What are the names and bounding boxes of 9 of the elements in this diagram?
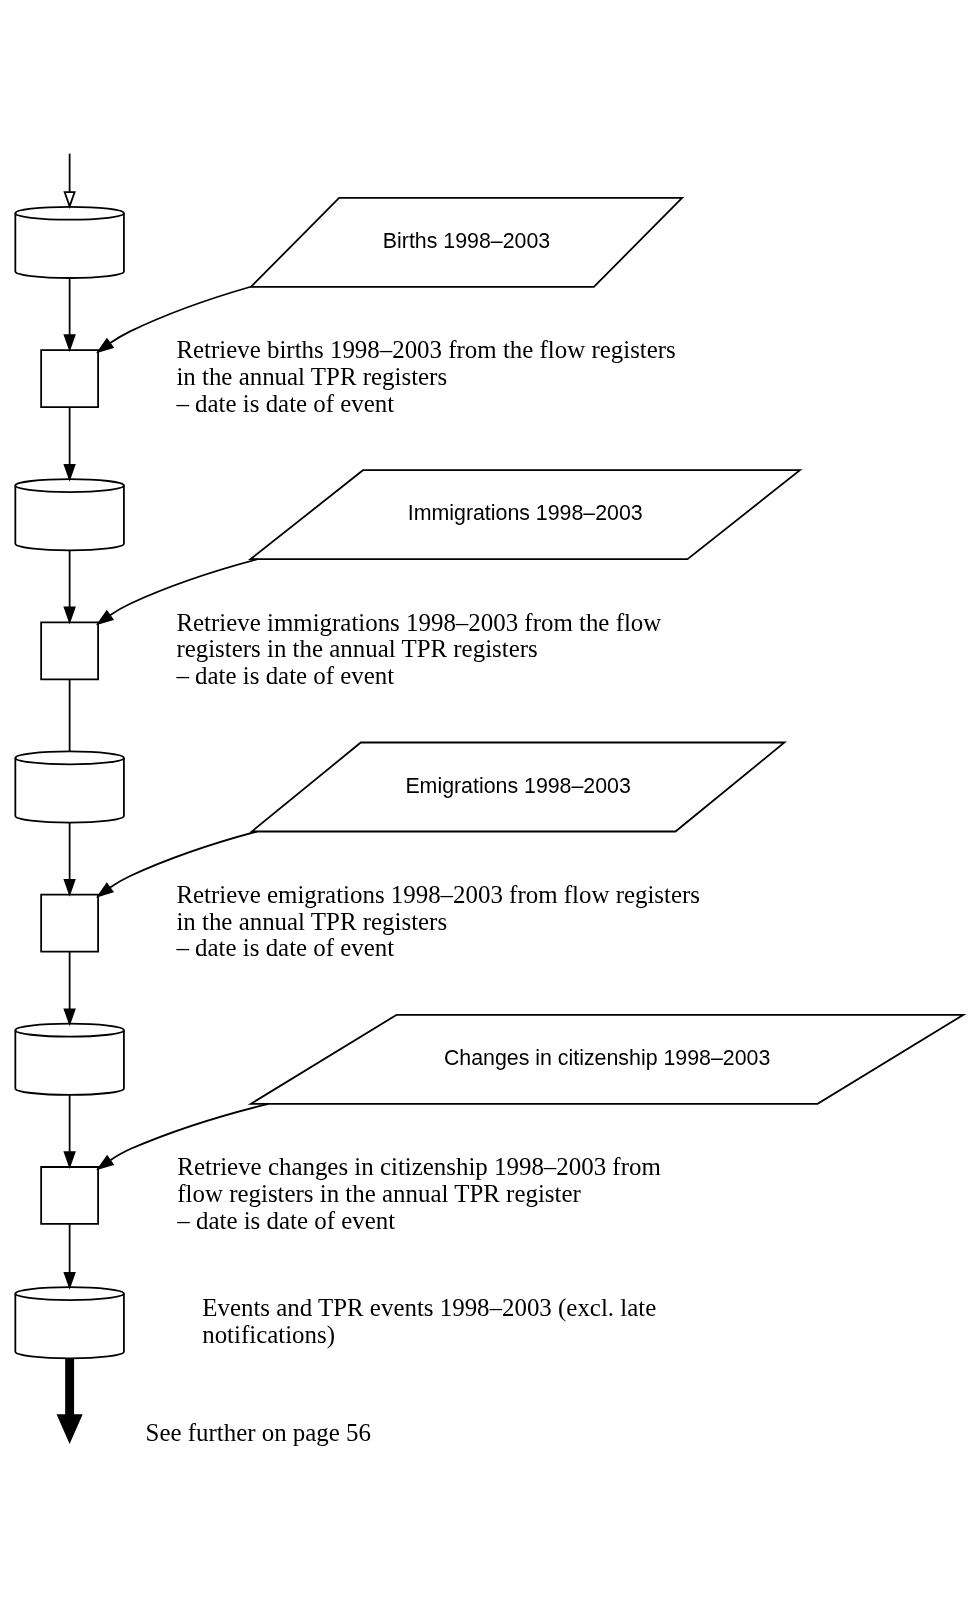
node-label: – date is date of event (177, 1206, 396, 1234)
node-label: Retrieve changes in citizenship 1998–2003 from flow registers in the annual TPR register (177, 1152, 661, 1207)
node-label: Retrieve births 1998–2003 from the flow registers in the annual TPR registers (176, 335, 676, 390)
node-label: – date is date of event (176, 661, 395, 689)
node-label: – date is date of event (176, 389, 395, 417)
node-label: Retrieve immigrations 1998–2003 from the flow registers in the annual TPR registers (176, 608, 662, 662)
node-label: Retrieve emigrations 1998–2003 from flow registers in the annual TPR registers (176, 880, 701, 935)
label: See further on page 56 (145, 1418, 372, 1446)
node-label: Events and TPR events 1998–2003 (excl. late notifications) (202, 1293, 657, 1348)
